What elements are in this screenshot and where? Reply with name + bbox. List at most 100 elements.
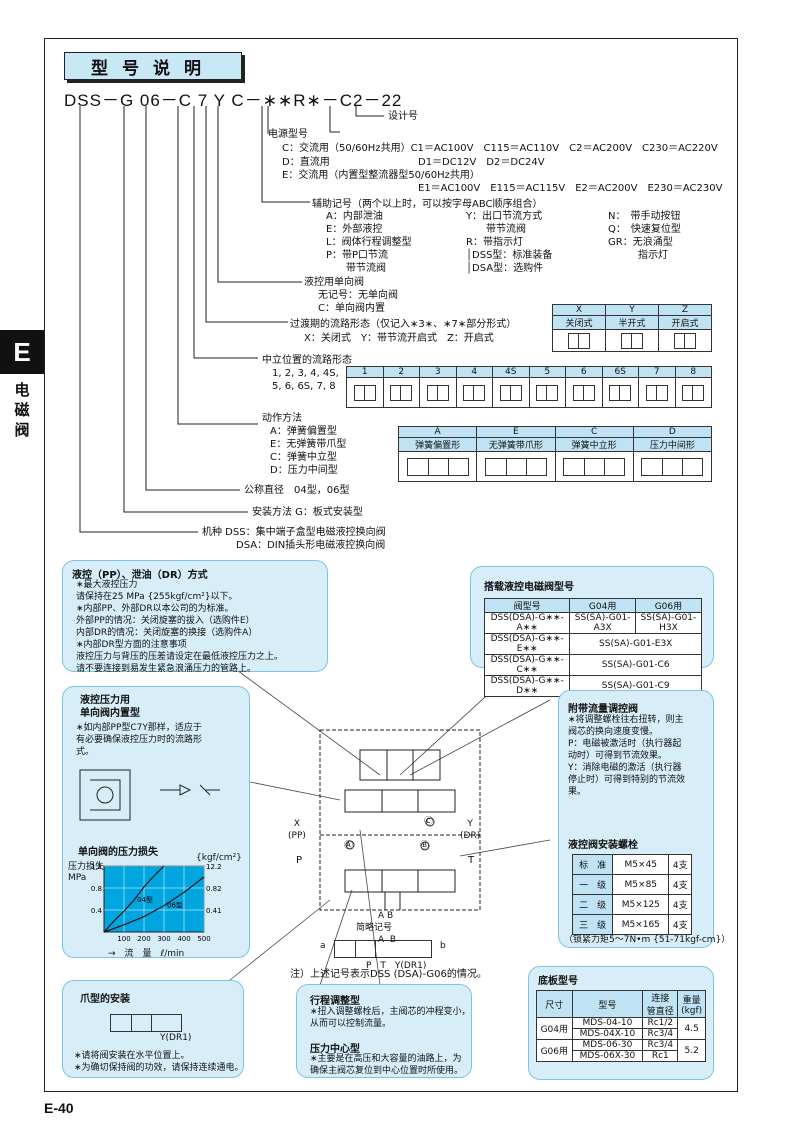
simple-symbol-icon [334, 940, 432, 958]
half-open-symbol-icon [621, 332, 643, 349]
center-6-icon [572, 384, 595, 401]
schematic-note: 注）上述记号表示DSS (DSA)-G06的情况。 [290, 969, 487, 980]
y-tick-label: 0.8 [91, 885, 102, 893]
bolts-title: 液控阀安装螺栓 [568, 840, 638, 851]
solenoid-a-label: a [320, 941, 326, 951]
detent-icon [484, 457, 547, 476]
port-t-label: T [468, 855, 475, 866]
page-number: E-40 [44, 1100, 74, 1116]
aux-col1: A：内部泄油 E：外部液控 L：阀体行程调整型 P：带P口节流 带节流阀 [326, 211, 412, 274]
y2-tick-label: 0.41 [206, 907, 222, 915]
stroke-bubble [296, 984, 472, 1078]
aux-col3: N： 带手动按钮 Q： 快速复位型 GR：无浪涌型 指示灯 [608, 211, 681, 261]
simple-pty-label: P T Y(DR1) [366, 961, 427, 971]
claw-title: 爪型的安装 [80, 994, 130, 1005]
power-c: C：交流用（50/60Hz共用）C1＝AC100V C115＝AC110V C2… [282, 143, 718, 154]
checkvalve-title: 液控压力用 单向阀内置型 [80, 695, 140, 719]
spring-center-icon [563, 457, 626, 476]
solvalve-title: 搭载液控电磁阀型号 [484, 582, 574, 593]
series-label: 06型 [167, 901, 183, 910]
center-l2: 5, 6, 6S, 7, 8 [272, 381, 336, 392]
pressure-loss-xlabel: → 流 量 ℓ/min [108, 949, 185, 959]
x-tick-label: 100 [117, 935, 130, 943]
spring-offset-icon [406, 457, 469, 476]
circle-c-label: Ⓒ [424, 817, 434, 827]
trans-head: 过渡期的流路形态（仅记入∗3∗、∗7∗部分形式） [290, 319, 517, 330]
checkvalve-notes: ∗如内部PP型C7Y那样，适应于 有必要确保液控压力时的流路形 式。 [76, 723, 203, 757]
port-ab-label: A B [378, 911, 394, 921]
center-2-icon [390, 384, 413, 401]
pilot-notes: ∗最大液控压力 请保持在25 MPa {255kgf/cm²}以下。 ∗内部PP… [76, 580, 284, 674]
center-6s-icon [609, 384, 632, 401]
bolts-note: （锁紧力矩5～7N•m {51-71kgf-cm}） [564, 935, 731, 945]
check-l1: 无记号：无单向阀 [318, 290, 398, 301]
y-tick-label: 1.2 [91, 863, 102, 871]
center-l1: 1, 2, 3, 4, 4S, [272, 368, 339, 379]
section-label: 电磁阀 [14, 381, 30, 439]
pressure-center-icon [641, 457, 704, 476]
claw-bubble [62, 980, 244, 1078]
kind-l2: DSA：DIN插头形电磁液控换向阀 [236, 540, 386, 551]
model-code: DSS－G 06－C 7 Y C－∗∗R∗－C2－22 [64, 91, 403, 110]
claw-ydr: Y(DR1) [160, 1033, 192, 1043]
action-l1: A：弹簧偏置型 [270, 426, 337, 437]
y2-tick-label: 12.2 [206, 863, 222, 871]
power-d1: D：直流用 [282, 157, 330, 168]
center-4-icon [463, 384, 486, 401]
check-l2: C：单向阀内置 [318, 303, 385, 314]
stroke-notes: ∗扭入调整螺栓后，主阀芯的冲程变小， 从而可以控制流量。 [310, 1007, 471, 1029]
port-x-label: X (PP) [288, 819, 306, 841]
claw-notes: ∗请将阀安装在水平位置上。 ∗为确切保持阀的功效，请保持连续通电。 [74, 1051, 244, 1073]
size-line: 公称直径 04型，06型 [244, 485, 350, 496]
power-e1: E：交流用（内置型整流器型50/60Hz共用） [282, 170, 480, 181]
series-label: 04型 [137, 895, 153, 904]
center-4s-icon [499, 384, 522, 401]
center-5-icon [536, 384, 559, 401]
section-tab: E [0, 330, 44, 374]
page-title: 型号说明 [64, 52, 242, 80]
circle-b-label: Ⓑ [420, 841, 430, 851]
open-symbol-icon [674, 332, 696, 349]
trans-line: X：关闭式 Y：带节流开启式 Z：开启式 [304, 333, 494, 344]
center-head: 中立位置的流路形态 [262, 355, 352, 366]
pressure-loss-title: 单向阀的压力损失 [78, 847, 158, 858]
action-l3: C：弹簧中立型 [270, 452, 337, 463]
center-8-icon [682, 384, 705, 401]
x-tick-label: 500 [197, 935, 210, 943]
aux-col2: Y：出口节流方式 带节流阀 R：带指示灯 │DSS型：标准装备 │DSA型：选购… [466, 211, 553, 274]
design-number-label: 设计号 [388, 111, 418, 122]
action-head: 动作方法 [262, 413, 302, 424]
center-3-icon [426, 384, 449, 401]
pilot-title: 液控（PP）、泄油（DR）方式 [72, 570, 208, 581]
kind-l1: 机种 DSS：集中端子盒型电磁液控换向阀 [202, 527, 386, 538]
series-line-0 [103, 865, 165, 933]
pcenter-notes: ∗主要是在高压和大容量的油路上，为 确保主阀芯复位到中心位置时所使用。 [310, 1054, 464, 1076]
action-l2: E：无弹簧带爪型 [270, 439, 347, 450]
solenoid-b-label: b [440, 941, 446, 951]
x-tick-label: 200 [137, 935, 150, 943]
y2-tick-label: 0.82 [206, 885, 222, 893]
base-title: 底板型号 [538, 976, 578, 987]
action-l4: D：压力中间型 [270, 465, 338, 476]
pressure-loss-unit: {kgf/cm²} [196, 853, 242, 863]
power-e2: E1＝AC100V E115＝AC115V E2＝AC200V E230＝AC2… [418, 183, 723, 194]
pcenter-title: 压力中心型 [310, 1044, 360, 1055]
stroke-title: 行程调整型 [310, 996, 360, 1007]
valve-schematic [319, 729, 481, 911]
page-frame [44, 38, 738, 1092]
port-p-label: P [296, 855, 303, 866]
circle-a-label: Ⓐ [344, 841, 354, 851]
flowadj-title: 附带流量调控阀 [568, 704, 638, 715]
checkvalve-drawing [79, 769, 220, 821]
mount-line: 安装方法 G：板式安装型 [252, 507, 363, 518]
y-tick-label: 0.4 [91, 907, 103, 915]
closed-symbol-icon [568, 332, 590, 349]
x-tick-label: 300 [157, 935, 170, 943]
port-y-label: Y (DR) [460, 819, 481, 841]
power-head: 电源型号 [268, 129, 308, 140]
